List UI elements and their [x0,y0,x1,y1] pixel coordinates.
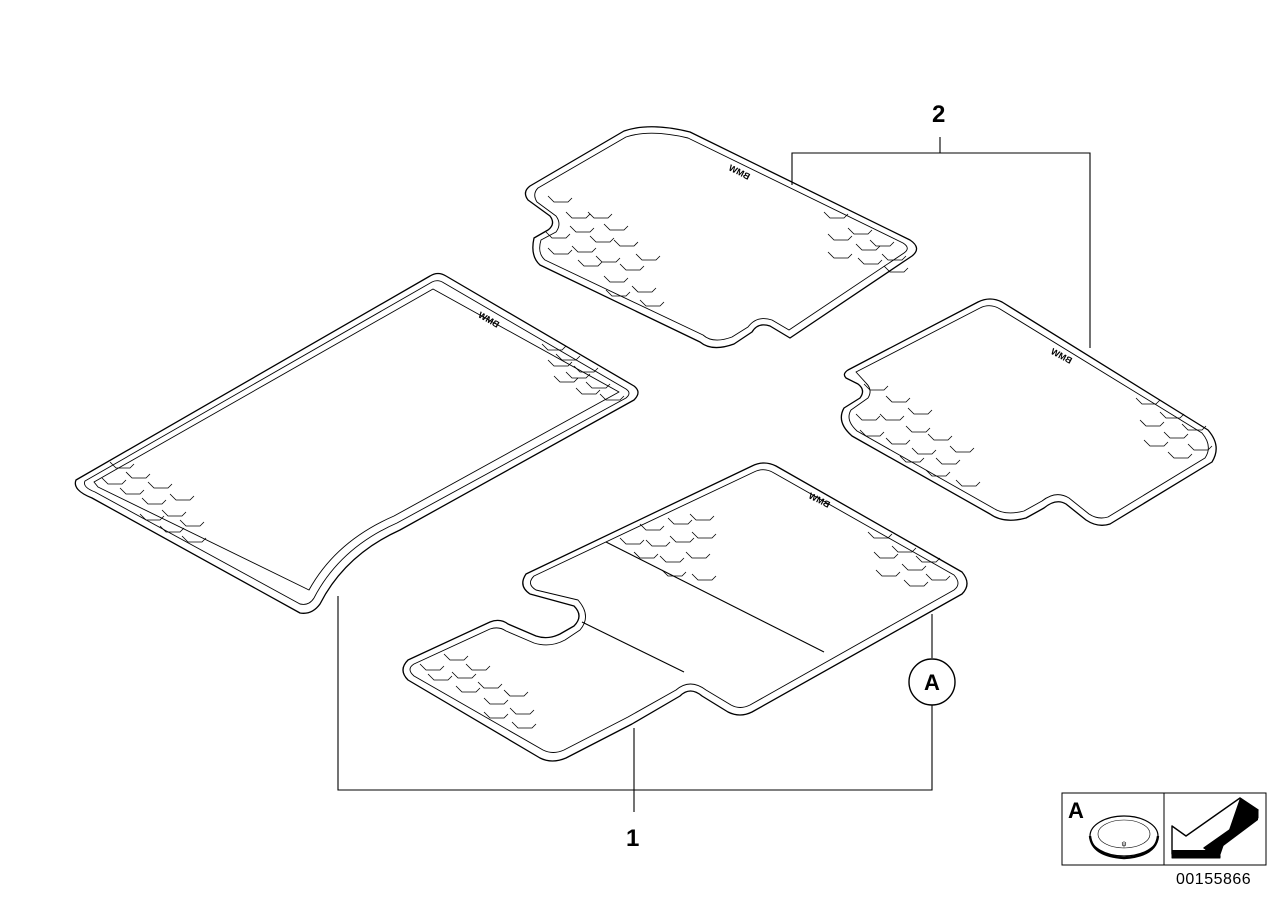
rear-right-floor-mat[interactable]: BMW [840,298,1217,526]
legend-label-a: A [1068,798,1084,823]
diagram-id: 00155866 [1176,871,1251,888]
detail-a-label: A [924,670,940,695]
mat-logo: BMW [476,310,501,330]
leader-lines [337,137,1091,812]
detail-a-marker: A [908,658,956,706]
mat-logo: BMW [807,490,832,509]
rear-left-floor-mat[interactable]: BMW [74,272,639,614]
direction-arrow-icon [1171,797,1259,859]
tread-pattern [419,513,951,729]
mat-logo: BMW [1049,346,1074,366]
tread-pattern [855,383,1213,487]
callout-part-2: 2 [932,101,945,128]
legend-box: A ψ [1061,792,1267,866]
tread-pattern [101,343,625,543]
tread-pattern [545,195,909,307]
driver-floor-mat[interactable]: BMW [402,462,968,762]
svg-text:ψ: ψ [1122,841,1127,848]
callout-part-1: 1 [626,825,639,852]
mat-logo: BMW [727,162,752,181]
round-clip-icon: ψ [1088,815,1160,860]
front-passenger-floor-mat[interactable]: BMW [524,126,918,349]
